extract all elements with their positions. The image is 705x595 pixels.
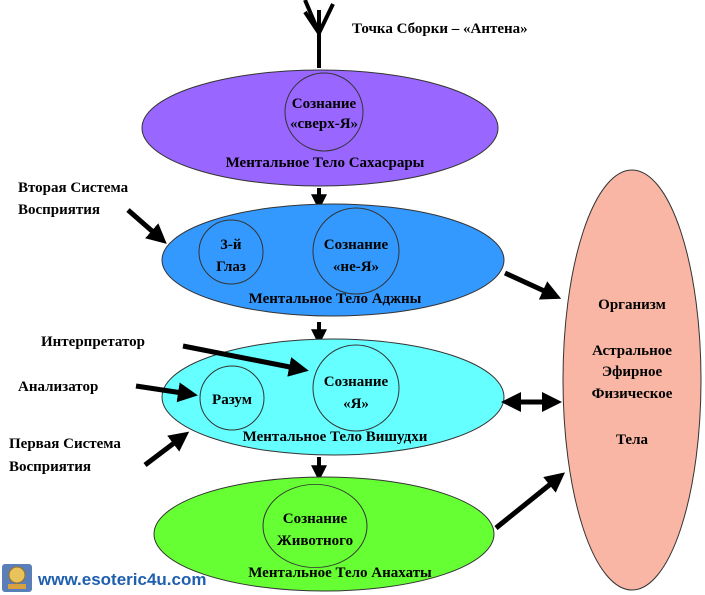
circle-label: «Я» [343,396,369,412]
second-system-label: Восприятия [18,202,100,218]
first-system-label: Восприятия [9,459,91,475]
anahata-circle [262,483,368,568]
anahata-body: Сознание Животного Ментальное Тело Анаха… [153,476,495,592]
circle-label: 3-й [220,237,241,253]
circle-label: Сознание [324,374,389,390]
body-title: Ментальное Тело Аджны [249,291,422,307]
sahasrara-body: Сознание «сверх-Я» Ментальное Тело Сахас… [141,69,499,187]
organism-line: Физическое [592,386,673,402]
site-watermark: www.esoteric4u.com [37,570,206,589]
anahata-ellipse [153,476,495,592]
site-logo-icon [2,564,32,592]
arrow-interpreter [182,343,309,377]
organism-footer: Тела [616,432,649,448]
arrow-ajna-to-organism [503,270,562,300]
circle-label: Сознание [324,237,389,253]
ajna-body: 3-й Глаз Сознание «не-Я» Ментальное Тело… [161,203,505,317]
organism-ellipse [562,169,702,591]
arrow-analyzer [135,382,198,403]
circle-label: Сознание [292,96,357,112]
organism-title: Организм [598,297,666,313]
circle-label: Животного [277,533,353,549]
vishuddha-circle-self [312,344,400,432]
circle-label: «сверх-Я» [290,116,358,132]
interpreter-label: Интерпретатор [41,334,145,350]
organism-line: Астральное [592,343,672,359]
antenna-label: Точка Сборки – «Антена» [352,21,528,37]
sahasrara-circle [284,72,364,152]
circle-label: Сознание [283,511,348,527]
sahasrara-ellipse [141,69,499,187]
antenna-icon [303,0,335,68]
body-title: Ментальное Тело Сахасрары [226,155,425,171]
circle-label: «не-Я» [333,259,379,275]
body-title: Ментальное Тело Вишудхи [243,429,428,445]
second-system-label: Вторая Система [18,180,129,196]
vishuddha-body: Разум Сознание «Я» Ментальное Тело Вишуд… [161,338,505,456]
arrow-second-system [126,208,167,244]
arrow-first-system [143,431,190,467]
circle-label: Глаз [216,259,246,275]
organism-body: Организм Астральное Эфирное Физическое Т… [562,169,702,591]
organism-line: Эфирное [602,364,663,380]
first-system-label: Первая Система [9,436,121,452]
circle-label: Разум [212,392,252,408]
ajna-ellipse [161,203,505,317]
arrow-anahata-to-organism [494,472,566,530]
body-title: Ментальное Тело Анахаты [248,565,432,581]
analyzer-label: Анализатор [18,379,98,395]
vishuddha-circle-reason [199,365,265,431]
ajna-circle-third-eye [198,219,264,285]
ajna-circle-not-self [312,207,400,295]
